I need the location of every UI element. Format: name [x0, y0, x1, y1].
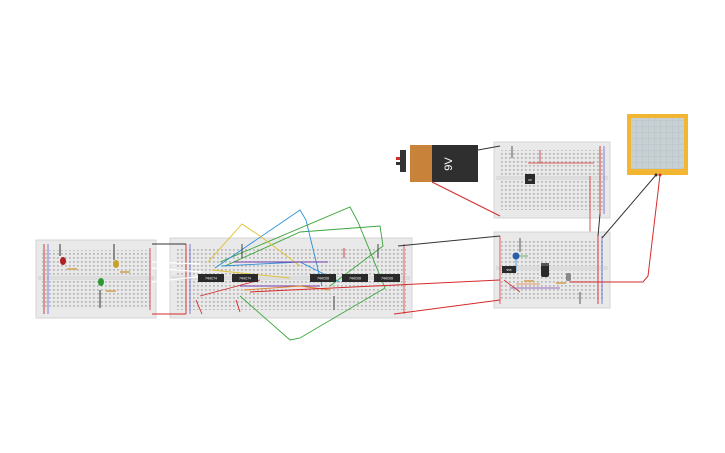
capacitor[interactable] — [541, 263, 549, 277]
jumper-wires[interactable] — [195, 206, 386, 341]
ic-chip-label: 74HC08 — [317, 277, 329, 281]
regulator-label: MI — [528, 178, 531, 182]
wire-red[interactable] — [431, 181, 501, 217]
ic-chip[interactable]: 74HC08 — [310, 274, 336, 282]
wire-red[interactable] — [393, 299, 501, 315]
ic-chip[interactable]: 74HC08 — [342, 274, 368, 282]
battery-label: 9V — [443, 157, 455, 171]
long-wires[interactable] — [152, 145, 661, 315]
timer-label: 555 — [506, 268, 511, 272]
ic-chip[interactable]: 74HC74 — [198, 274, 224, 282]
potentiometer[interactable] — [512, 252, 520, 260]
led-yellow[interactable] — [113, 260, 119, 268]
white-wires[interactable] — [151, 261, 205, 283]
capacitor-small[interactable] — [566, 273, 571, 281]
wire-red[interactable] — [195, 299, 203, 315]
ic-chip-body[interactable] — [232, 274, 258, 282]
ic-chip-body[interactable] — [310, 274, 336, 282]
led-green[interactable] — [98, 278, 104, 286]
resistor[interactable] — [120, 271, 130, 273]
wire-blue[interactable] — [214, 209, 323, 287]
ic-chip-body[interactable] — [374, 274, 400, 282]
resistor[interactable] — [556, 282, 566, 284]
wire-red[interactable] — [249, 279, 501, 293]
wire-yellow[interactable] — [207, 223, 301, 267]
wire-red[interactable] — [503, 279, 521, 293]
wire-black[interactable] — [477, 145, 501, 151]
battery-9v[interactable]: 9V — [396, 145, 478, 182]
led-red[interactable] — [60, 257, 66, 265]
ic-chip-label: 74HC08 — [349, 277, 361, 281]
wire-red[interactable] — [199, 279, 261, 297]
ic-chip-label: 74HC74 — [239, 277, 251, 281]
timer-chip[interactable] — [502, 266, 516, 273]
resistor[interactable] — [67, 268, 77, 270]
wire-black[interactable] — [397, 235, 501, 247]
wire-green[interactable] — [224, 225, 384, 287]
ic-chip-body[interactable] — [198, 274, 224, 282]
breadboard-timer[interactable]: 555 — [493, 231, 611, 309]
regulator-chip[interactable] — [525, 174, 535, 184]
wire-black[interactable] — [597, 213, 601, 237]
breadboard-upper-right[interactable]: MI — [493, 141, 611, 238]
wire-green[interactable] — [219, 206, 386, 341]
ic-chip-label: 74HC08 — [381, 277, 393, 281]
ic-chip[interactable]: 74HC74 — [232, 274, 258, 282]
resistor[interactable] — [524, 280, 534, 282]
ic-chip-body[interactable] — [342, 274, 368, 282]
breadboard-leds[interactable] — [35, 239, 157, 319]
wire-red[interactable] — [570, 174, 661, 283]
ic-chip[interactable]: 74HC08 — [374, 274, 400, 282]
wire-black[interactable] — [601, 174, 657, 239]
oscilloscope-monitor[interactable] — [627, 114, 688, 177]
ic-chip-label: 74HC74 — [205, 277, 217, 281]
wire-red[interactable] — [235, 299, 241, 313]
resistor[interactable] — [106, 290, 116, 292]
